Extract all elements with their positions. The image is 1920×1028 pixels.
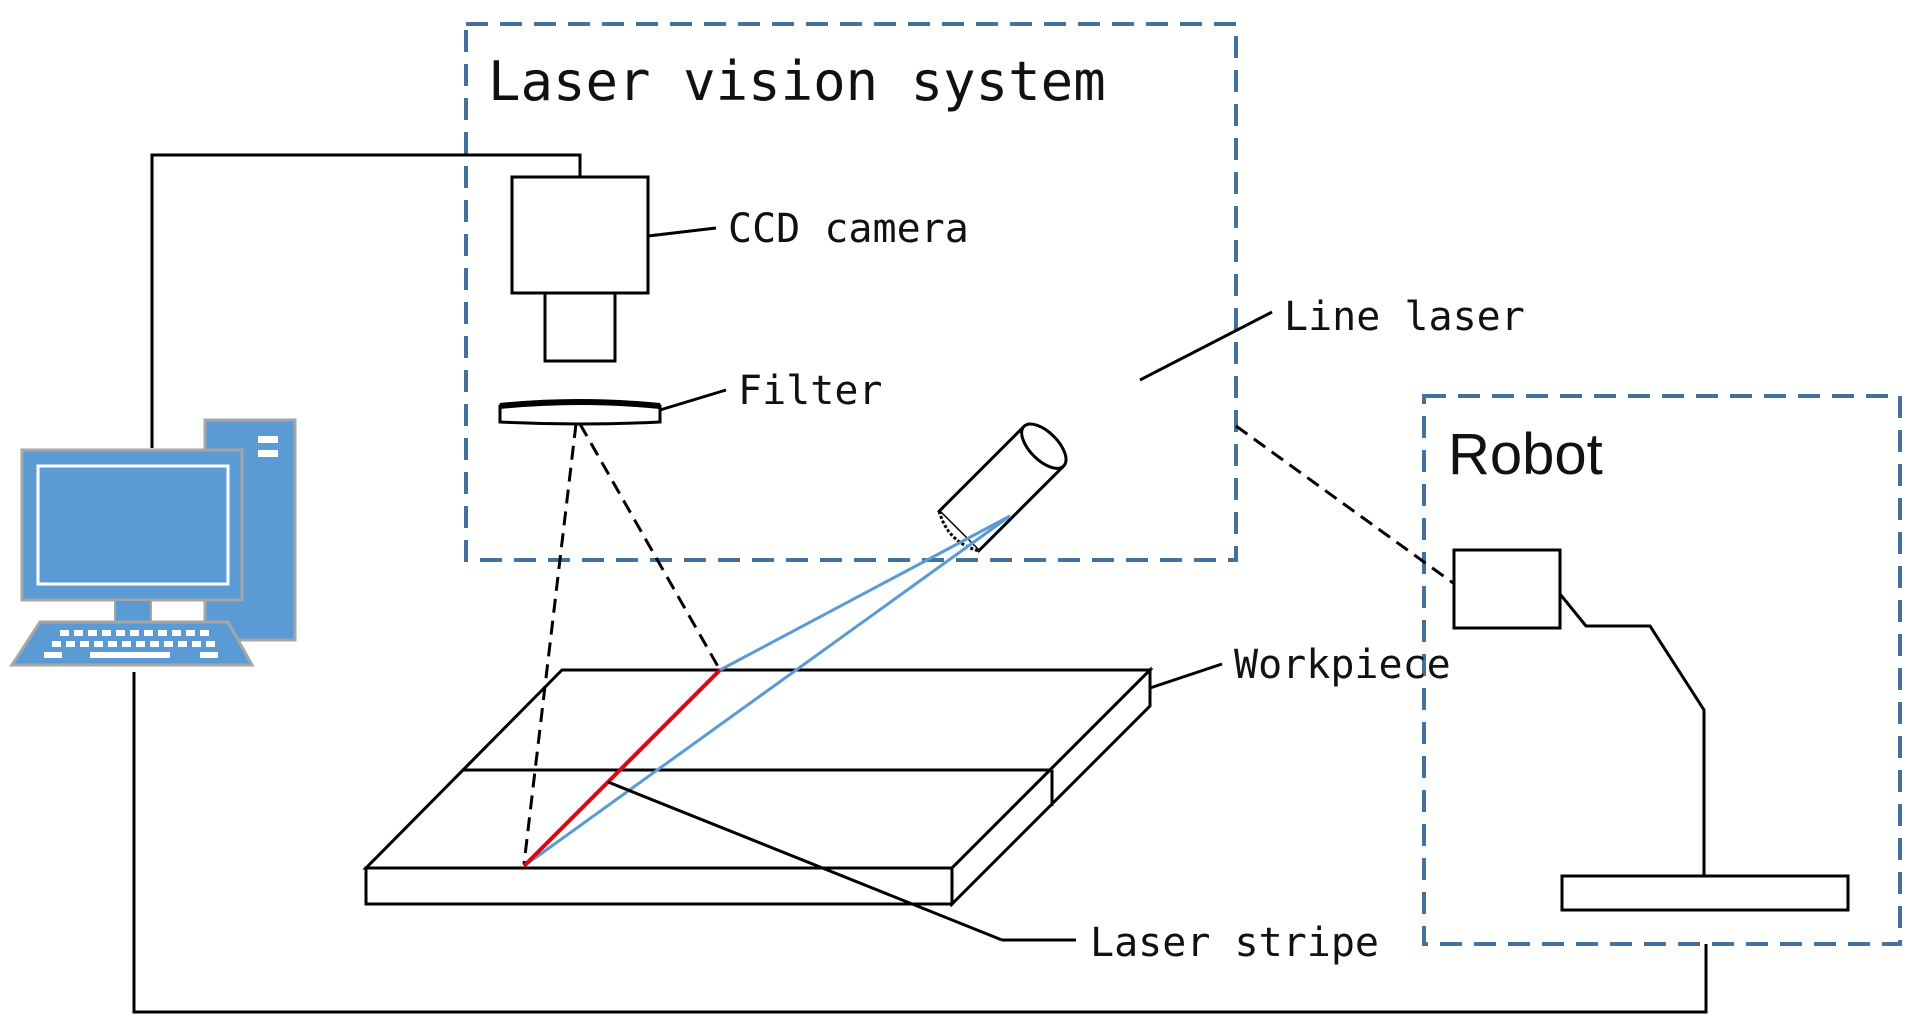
vision-system-border (464, 22, 1238, 562)
robot-link-dashed (1235, 424, 1461, 590)
ccd-camera-icon (510, 175, 650, 363)
line-laser-label: Line laser (1284, 294, 1525, 340)
ccd-camera-label: CCD camera (728, 206, 969, 252)
workpiece-label: Workpiece (1234, 642, 1451, 688)
desktop-computer-icon (9, 418, 297, 667)
filter-label: Filter (738, 368, 883, 414)
laser-beam-lower (523, 514, 1011, 868)
laser-stripe-leader (607, 780, 1003, 942)
line-laser-leader (1139, 310, 1273, 382)
laser-beam-upper (719, 514, 1011, 672)
robot-base (1560, 874, 1850, 912)
robot-cable (132, 672, 1708, 1014)
workpiece-leader (1149, 662, 1223, 690)
robot-border (1422, 394, 1902, 946)
robot-frame: Robot (1422, 394, 1902, 946)
robot-tool-box (1452, 548, 1562, 630)
vision-system-frame: Laser vision system (464, 22, 1238, 562)
vision-system-title: Laser vision system (488, 50, 1106, 113)
laser-stripe-mark (522, 668, 722, 868)
camera-view-left (522, 423, 578, 865)
ccd-camera-leader (647, 226, 717, 238)
camera-cable (150, 153, 582, 448)
robot-title: Robot (1448, 422, 1603, 487)
camera-view-right (578, 423, 722, 671)
filter-leader (659, 388, 727, 412)
robot-arm-links (1558, 593, 1706, 876)
robot-arm (1452, 548, 1850, 912)
laser-stripe-label: Laser stripe (1090, 920, 1379, 966)
line-laser-icon (937, 422, 1068, 553)
filter-icon (498, 399, 662, 426)
workpiece-icon (362, 666, 1154, 908)
